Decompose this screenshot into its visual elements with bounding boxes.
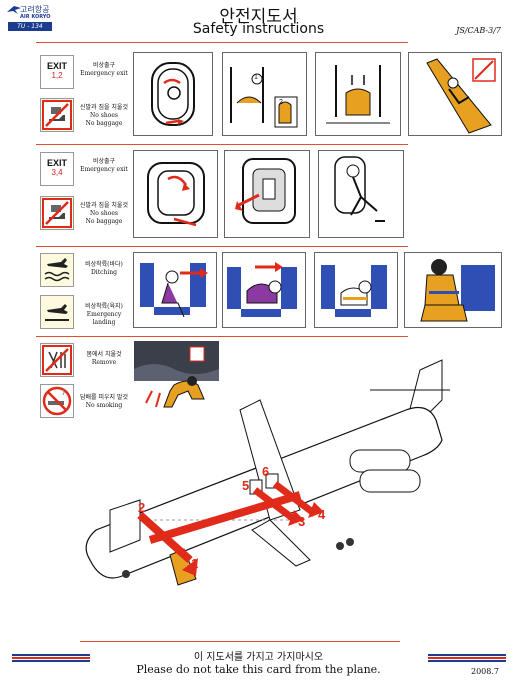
- step-number-2: 2: [279, 99, 283, 106]
- exit-label: 비상출구 Emergency exit: [76, 62, 132, 78]
- exit-3-4-step-2: [224, 150, 310, 238]
- exit-sign-word: EXIT: [46, 158, 67, 168]
- step-number-1: 1: [254, 74, 258, 81]
- window-exit-handle-icon: [147, 162, 205, 227]
- brace-position-icon: [420, 259, 495, 322]
- no-shoes-icon: [42, 198, 72, 228]
- no-smoking-label-korean: 담배를 피우지 말것: [80, 394, 128, 401]
- brace-step-2: [222, 252, 306, 328]
- exit-sign-1-2: EXIT 1,2: [40, 55, 74, 89]
- no-smoking-icon: [42, 386, 72, 416]
- exit-label-english: Emergency exit: [80, 70, 128, 77]
- remove-label: 몸에서 치울것 Remove: [76, 351, 132, 367]
- remove-items-sign: [40, 343, 74, 377]
- exit-number-label: 1: [191, 556, 199, 571]
- exit-1-2-slide: [408, 52, 502, 136]
- brace-position-icon: [140, 263, 208, 318]
- exit-label-korean: 비상출구: [92, 62, 116, 69]
- card-date: 2008.7: [471, 667, 499, 676]
- no-smoking-sign: [40, 384, 74, 418]
- no-shoes-label-korean: 신발과 짐을 치울것: [80, 202, 128, 209]
- exit-number-label: 5: [242, 478, 250, 493]
- ditching-label-korean: 비상착륙(바다): [85, 261, 123, 268]
- ditching-sign: [40, 253, 74, 287]
- page-title-korean: 안전지도서: [219, 7, 298, 27]
- exit-sign-number: 1,2: [51, 71, 63, 80]
- exit-sign-word: EXIT: [46, 61, 67, 71]
- emergency-landing-sign: [40, 295, 74, 329]
- exit-1-2-step-2: 1 2: [222, 52, 307, 136]
- landing-label: 비상착륙(육지) Emergency landing: [76, 303, 132, 327]
- crawl-under-smoke-icon: [134, 341, 219, 408]
- remove-label-korean: 몸에서 치울것: [86, 351, 122, 358]
- door-open-icon: [230, 67, 298, 128]
- exit-1-2-step-1: [133, 52, 213, 136]
- exit-1-2-step-3: [315, 52, 401, 136]
- no-shoes-label-english-1: No shoes: [90, 210, 118, 217]
- divider: [36, 42, 408, 43]
- footer-stripes-left: [12, 654, 90, 663]
- divider: [36, 144, 408, 145]
- no-smoking-label: 담배를 피우지 말것 No smoking: [76, 394, 132, 410]
- exit-number-label: 3: [298, 514, 306, 529]
- door-removed-icon: [326, 65, 390, 124]
- remove-sharp-objects-icon: [42, 345, 72, 375]
- aircraft-model: TU - 134: [8, 22, 52, 31]
- footer-divider: [80, 641, 400, 642]
- no-shoes-sign: [40, 98, 74, 132]
- airline-logo: [6, 2, 66, 22]
- brace-step-1: [133, 252, 217, 328]
- airline-name-korean: 고려항공: [20, 5, 50, 14]
- door-handle-icon: [151, 62, 195, 126]
- passenger-exiting-icon: [334, 156, 385, 222]
- airline-name-english: AIR KORYO: [20, 14, 51, 20]
- exit-label: 비상출구 Emergency exit: [76, 158, 132, 174]
- evacuation-slide-icon: [426, 58, 496, 134]
- crane-logo-icon: [7, 6, 21, 14]
- exit-3-4-step-3: [318, 150, 404, 238]
- no-shoes-label-english-2: No baggage: [85, 218, 123, 225]
- divider: [36, 336, 408, 337]
- landing-label-korean: 비상착륙(육지): [85, 303, 123, 310]
- exit-label-english: Emergency exit: [80, 166, 128, 173]
- exit-label-korean: 비상출구: [92, 158, 116, 165]
- exit-number-label: 4: [318, 507, 326, 522]
- ditching-label: 비상착륙(바다) Ditching: [76, 261, 132, 277]
- brace-step-3: [314, 252, 398, 328]
- remove-label-english: Remove: [91, 359, 117, 366]
- exit-sign-3-4: EXIT 3,4: [40, 152, 74, 186]
- no-shoes-label-english-2: No baggage: [85, 120, 123, 127]
- divider: [36, 246, 408, 247]
- exit-number-label: 2: [138, 500, 146, 515]
- exit-sign-number: 3,4: [51, 168, 63, 177]
- no-shoes-sign: [40, 196, 74, 230]
- exit-number-label: 6: [262, 464, 270, 479]
- window-exit-pull-icon: [235, 158, 296, 224]
- no-shoes-label: 신발과 짐을 치울것 No shoes No baggage: [76, 104, 132, 128]
- brace-position-icon: [227, 262, 297, 317]
- footer-notice-english: Please do not take this card from the pl…: [136, 663, 381, 676]
- footer-stripes-right: [428, 654, 506, 663]
- no-shoes-icon: [42, 100, 72, 130]
- landing-label-english: Emergency landing: [86, 311, 122, 326]
- no-shoes-label: 신발과 짐을 치울것 No shoes No baggage: [76, 202, 132, 226]
- footer-notice-korean: 이 지도서를 가지고 가지마시오: [193, 652, 324, 663]
- no-smoking-label-english: No smoking: [85, 402, 123, 409]
- aircraft-exits-diagram: [85, 359, 450, 586]
- ditching-label-english: Ditching: [91, 269, 117, 276]
- exit-3-4-step-1: [133, 150, 218, 238]
- no-shoes-label-english-1: No shoes: [90, 112, 118, 119]
- no-shoes-label-korean: 신발과 짐을 치울것: [80, 104, 128, 111]
- emergency-landing-icon: [45, 304, 69, 321]
- ditching-icon: [44, 258, 70, 282]
- page-title-english: Safety instructions: [192, 21, 325, 37]
- brace-step-4: [404, 252, 502, 328]
- card-code: JS/CAB-3/7: [456, 26, 501, 35]
- brace-position-icon: [321, 265, 387, 317]
- smoke-crawl-illustration: [134, 341, 219, 416]
